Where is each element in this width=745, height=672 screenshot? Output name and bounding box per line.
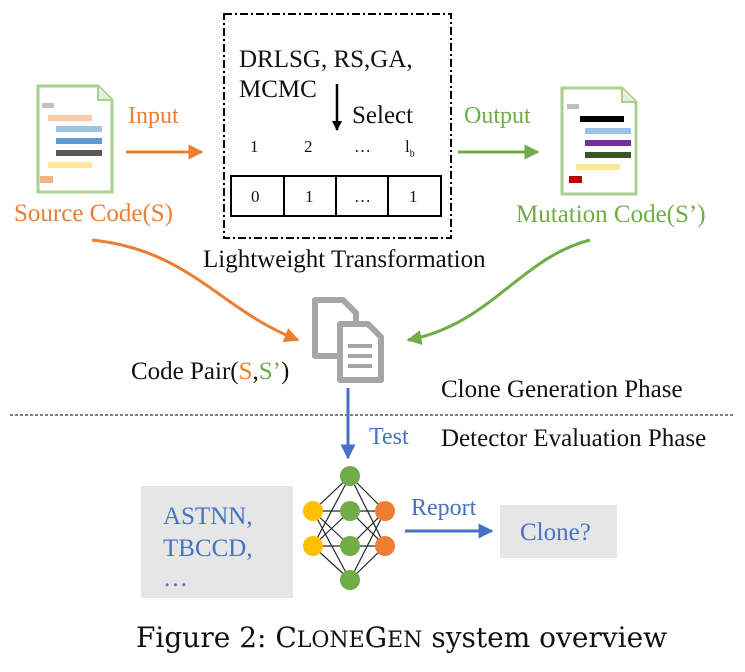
bit-value-last: 1 [409,187,418,206]
result-box [500,505,617,558]
detector-list-box [141,486,293,598]
bit-value-1: 0 [251,187,260,206]
test-label: Test [369,424,409,450]
bit-index-last: lb [405,137,415,160]
detector-evaluation-phase-label: Detector Evaluation Phase [441,425,707,452]
detector-item-ellipsis: … [163,565,188,592]
mutation-code-label: Mutation Code(S’) [516,201,706,228]
algorithms-line-1: DRLSG, RS,GA, [239,46,413,73]
source-code-doc-icon [36,84,114,194]
source-code-label: Source Code(S) [14,200,173,227]
input-label: Input [128,103,179,129]
bit-value-2: 1 [305,187,314,206]
source-to-pair-arrow [91,238,300,343]
algorithms-line-2: MCMC [239,76,317,103]
bit-index-2: 2 [304,137,313,156]
detector-item-astnn: ASTNN, [163,503,253,530]
bit-vector [230,175,442,217]
bit-value-ellipsis: … [354,187,371,206]
figure-caption: Figure 2: CLONEGEN system overview [136,621,668,654]
result-label: Clone? [520,519,591,546]
bit-index-ellipsis: … [354,137,371,156]
output-label: Output [464,103,531,129]
detector-item-tbccd: TBCCD, [163,535,253,562]
transformation-frame [223,13,452,239]
bit-index-1: 1 [250,137,259,156]
transformation-label: Lightweight Transformation [203,246,486,273]
code-pair-label: Code Pair(S,S’) [131,358,290,385]
code-pair-icon [312,297,384,383]
neural-network-icon [303,466,395,590]
select-label: Select [352,102,414,129]
clone-generation-phase-label: Clone Generation Phase [441,376,683,403]
mutation-to-pair-arrow [406,238,591,345]
report-label: Report [411,495,477,521]
mutation-code-doc-icon [560,86,638,196]
